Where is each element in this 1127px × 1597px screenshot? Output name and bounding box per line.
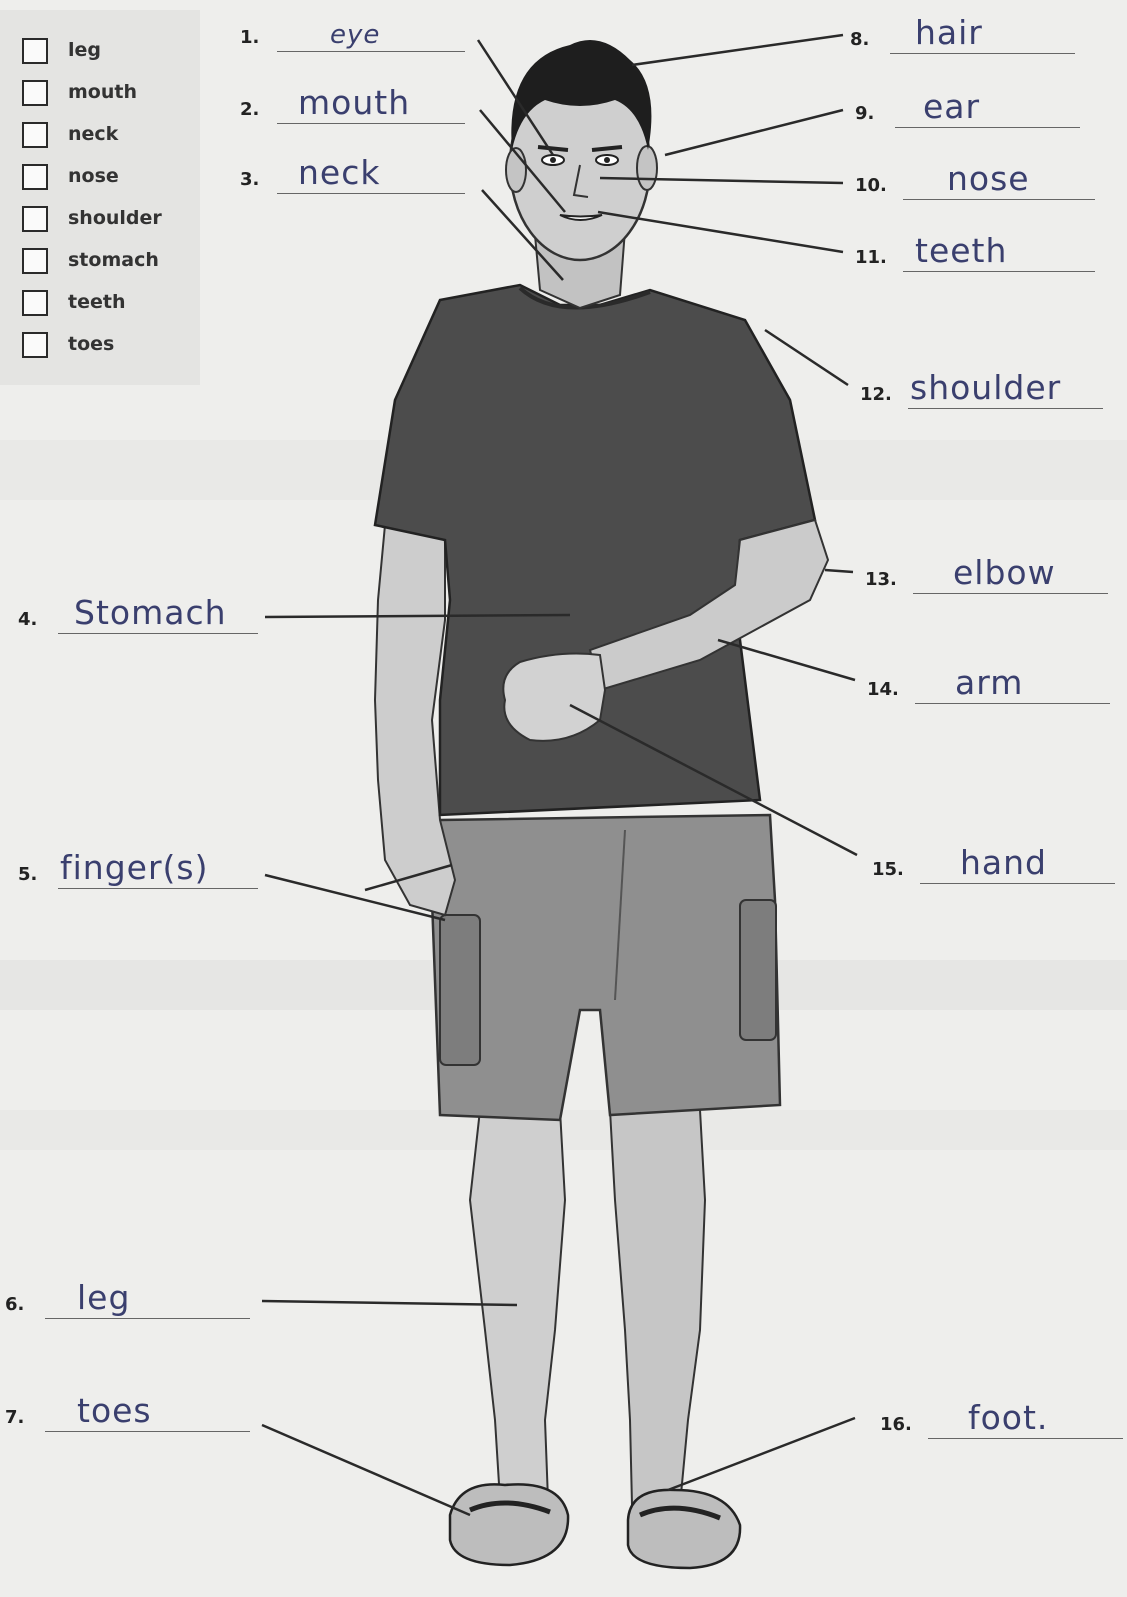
answer-line — [58, 633, 258, 634]
answer-text[interactable]: elbow — [953, 553, 1056, 592]
answer-line — [58, 888, 258, 889]
right-sandal — [628, 1490, 740, 1568]
right-leg — [610, 1110, 705, 1505]
label-16: 16. foot. — [880, 1395, 1125, 1439]
label-12: 12. shoulder — [860, 365, 1105, 409]
label-2: 2. mouth — [240, 80, 465, 124]
label-number: 2. — [240, 99, 259, 120]
leader-line-11 — [598, 212, 843, 252]
answer-line — [920, 883, 1115, 884]
answer-text[interactable]: eye — [330, 20, 380, 50]
pupil — [550, 157, 556, 163]
answer-line — [895, 127, 1080, 128]
label-10: 10. nose — [855, 156, 1095, 200]
label-number: 15. — [872, 859, 904, 880]
label-number: 10. — [855, 175, 887, 196]
label-5: 5. finger(s) — [18, 845, 258, 889]
label-8: 8. hair — [850, 10, 1075, 54]
label-number: 12. — [860, 384, 892, 405]
answer-line — [908, 408, 1103, 409]
answer-text[interactable]: teeth — [915, 231, 1007, 270]
answer-line — [928, 1438, 1123, 1439]
hand-on-stomach — [503, 654, 605, 741]
answer-line — [903, 199, 1095, 200]
label-number: 11. — [855, 247, 887, 268]
label-number: 1. — [240, 27, 259, 48]
label-14: 14. arm — [867, 660, 1112, 704]
label-number: 9. — [855, 103, 874, 124]
label-number: 13. — [865, 569, 897, 590]
answer-text[interactable]: mouth — [298, 83, 410, 122]
answer-line — [45, 1431, 250, 1432]
answer-text[interactable]: foot. — [968, 1398, 1048, 1437]
shorts — [432, 815, 780, 1120]
label-number: 8. — [850, 29, 869, 50]
label-number: 5. — [18, 864, 37, 885]
label-9: 9. ear — [855, 84, 1080, 128]
leader-line-8 — [632, 35, 843, 65]
leader-line-13 — [825, 570, 853, 572]
answer-line — [277, 123, 465, 124]
leader-line-6 — [262, 1301, 517, 1305]
answer-text[interactable]: hair — [915, 13, 983, 52]
answer-text[interactable]: neck — [298, 153, 380, 192]
label-number: 16. — [880, 1414, 912, 1435]
shorts-pocket — [740, 900, 776, 1040]
answer-line — [890, 53, 1075, 54]
answer-text[interactable]: leg — [77, 1278, 130, 1317]
label-15: 15. hand — [872, 840, 1117, 884]
answer-text[interactable]: hand — [960, 843, 1047, 882]
shorts-pocket — [440, 915, 480, 1065]
background-band — [0, 1110, 1127, 1150]
answer-line — [277, 51, 465, 52]
label-6: 6. leg — [5, 1275, 250, 1319]
answer-line — [913, 593, 1108, 594]
label-7: 7. toes — [5, 1388, 250, 1432]
leader-line-7 — [262, 1425, 470, 1515]
answer-text[interactable]: shoulder — [910, 368, 1061, 407]
label-3: 3. neck — [240, 150, 465, 194]
pupil — [604, 157, 610, 163]
label-1: 1. eye — [240, 8, 465, 52]
answer-line — [915, 703, 1110, 704]
label-number: 4. — [18, 609, 37, 630]
label-4: 4. Stomach — [18, 590, 258, 634]
label-13: 13. elbow — [865, 550, 1110, 594]
answer-text[interactable]: finger(s) — [60, 848, 208, 887]
answer-text[interactable]: Stomach — [74, 593, 227, 632]
label-number: 6. — [5, 1294, 24, 1315]
answer-line — [277, 193, 465, 194]
answer-line — [903, 271, 1095, 272]
left-sandal — [450, 1484, 568, 1565]
leader-line-9 — [665, 110, 843, 155]
ear — [637, 146, 657, 190]
label-number: 7. — [5, 1407, 24, 1428]
answer-line — [45, 1318, 250, 1319]
answer-text[interactable]: arm — [955, 663, 1023, 702]
label-11: 11. teeth — [855, 228, 1095, 272]
leader-line-16 — [668, 1418, 855, 1490]
label-number: 14. — [867, 679, 899, 700]
answer-text[interactable]: ear — [923, 87, 980, 126]
answer-text[interactable]: toes — [77, 1391, 152, 1430]
answer-text[interactable]: nose — [947, 159, 1030, 198]
label-number: 3. — [240, 169, 259, 190]
